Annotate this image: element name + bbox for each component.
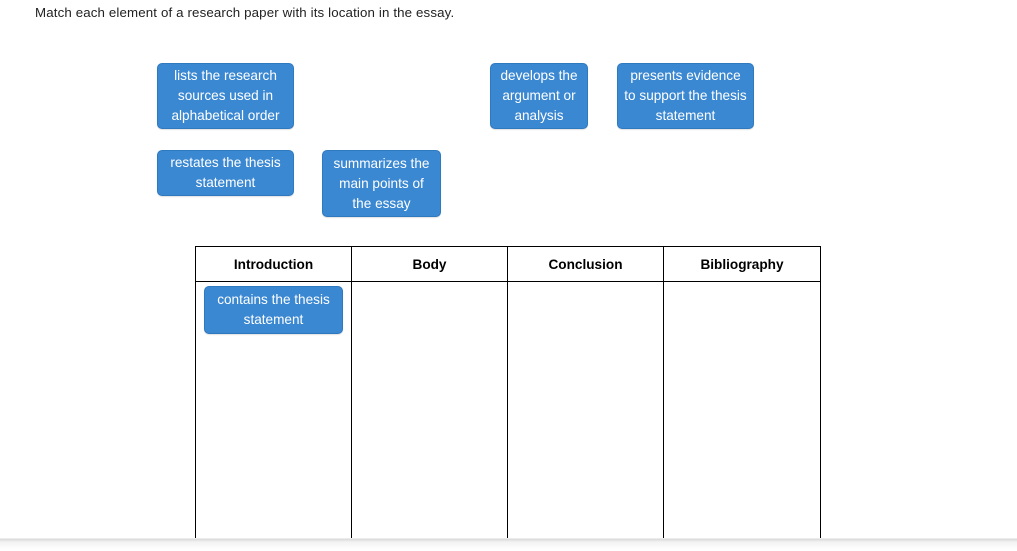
draggable-tile-restates-thesis[interactable]: restates the thesis statement	[157, 150, 294, 196]
dropzone-conclusion[interactable]	[507, 281, 664, 544]
dropzone-body[interactable]	[351, 281, 508, 544]
column-header-body: Body	[351, 246, 508, 282]
tile-label: presents evidence to support the thesis …	[624, 68, 747, 123]
tile-label: lists the research sources used in alpha…	[171, 68, 280, 123]
tile-label: restates the thesis statement	[170, 155, 281, 190]
draggable-tile-lists-research-sources[interactable]: lists the research sources used in alpha…	[157, 63, 294, 129]
tile-label: develops the argument or analysis	[500, 68, 578, 123]
draggable-tile-presents-evidence[interactable]: presents evidence to support the thesis …	[617, 63, 754, 129]
tile-label: contains the thesis statement	[217, 292, 330, 327]
tile-label: summarizes the main points of the essay	[333, 155, 430, 211]
column-header-introduction: Introduction	[195, 246, 352, 282]
instruction-prompt: Match each element of a research paper w…	[35, 5, 455, 20]
column-header-conclusion: Conclusion	[507, 246, 664, 282]
table-dropzone-row: contains the thesis statement	[195, 281, 821, 544]
draggable-tile-summarizes-main-points[interactable]: summarizes the main points of the essay	[322, 150, 441, 217]
draggable-tile-develops-argument[interactable]: develops the argument or analysis	[490, 63, 588, 129]
dropzone-introduction[interactable]: contains the thesis statement	[195, 281, 352, 544]
table-header-row: Introduction Body Conclusion Bibliograph…	[195, 246, 821, 282]
placed-tile-contains-thesis[interactable]: contains the thesis statement	[204, 286, 343, 334]
column-header-bibliography: Bibliography	[663, 246, 821, 282]
page-divider	[0, 538, 1017, 551]
dropzone-bibliography[interactable]	[663, 281, 821, 544]
matching-table: Introduction Body Conclusion Bibliograph…	[195, 246, 821, 544]
